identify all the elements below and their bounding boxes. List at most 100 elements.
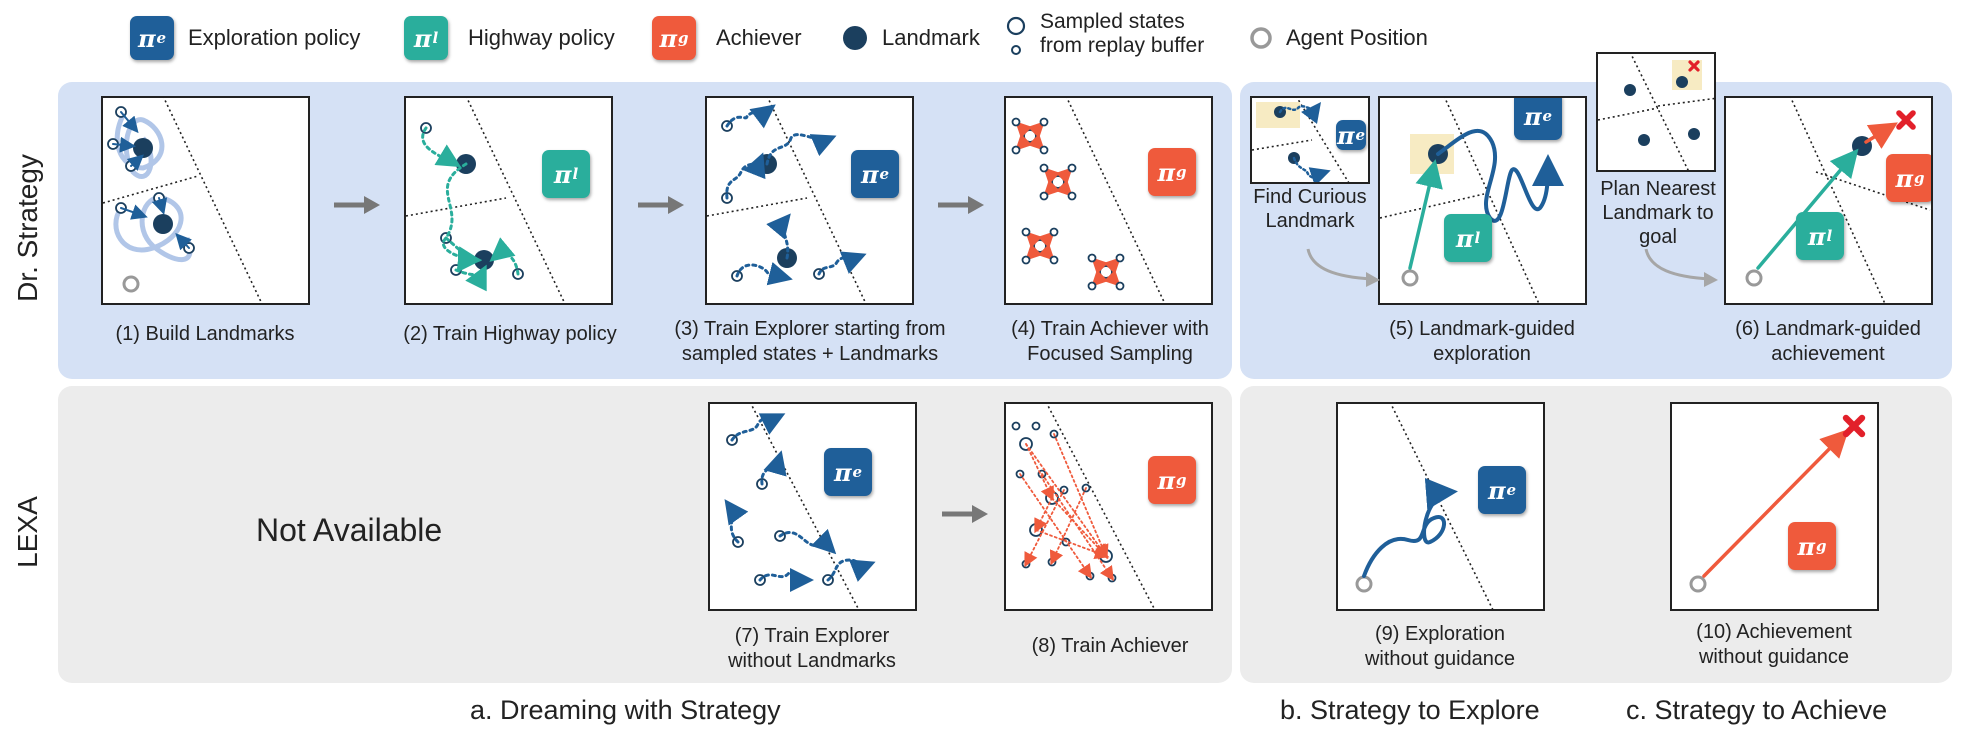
agent-position [1745, 269, 1763, 287]
region-divider [1657, 97, 1714, 107]
region-divider [103, 175, 199, 204]
achiever-trajectory [1041, 473, 1115, 581]
row-label-lexa: LEXA [12, 496, 43, 568]
achiever-focus-arrow [1037, 231, 1055, 249]
explorer-trajectory [735, 262, 793, 286]
goal-x-mark [1896, 110, 1916, 130]
explorer-trajectory [778, 528, 837, 555]
sampled-state [1087, 253, 1097, 263]
achiever-trajectory [1864, 122, 1898, 149]
not-available-text: Not Available [256, 512, 443, 548]
achiever-focus-arrow [1043, 179, 1061, 197]
agent-position [1355, 575, 1373, 593]
explorer-trajectory [760, 450, 787, 486]
sampled-state [1039, 191, 1049, 201]
legend-sampled-line1: Sampled states [1040, 10, 1185, 33]
section-title-explore: b. Strategy to Explore [1280, 695, 1540, 725]
sampled-state [1021, 559, 1031, 569]
landmark-dot [133, 138, 153, 158]
explorer-trajectory [1436, 128, 1564, 223]
achiever-focus-arrow [1015, 133, 1033, 151]
goal-x-mark [1842, 414, 1866, 438]
legend-landmark: Landmark [842, 14, 980, 62]
region-divider [707, 197, 808, 217]
curved-arrow-plan-landmark [1644, 248, 1718, 287]
achiever-focus-arrow [1091, 257, 1109, 275]
landmark-dot [153, 214, 173, 234]
agent-position [1401, 269, 1419, 287]
explorer-trajectory [1362, 477, 1458, 578]
achiever-focus-arrow [1091, 269, 1109, 287]
landmark-dot [1688, 128, 1700, 140]
flow-arrow-2-to-3 [638, 196, 684, 214]
highway-trajectory [444, 236, 482, 272]
region-divider [1046, 404, 1156, 609]
highway-trajectory [1408, 159, 1443, 270]
sampled-state [1039, 145, 1049, 155]
explorer-trajectory [826, 558, 876, 582]
row-label-dr-strategy: Dr. Strategy [12, 154, 43, 302]
achiever-focus-arrow [1037, 243, 1055, 261]
legend-highway-label: Highway policy [468, 25, 615, 50]
legend-sampled-line2: from replay buffer [1040, 34, 1205, 57]
sampled-state [1087, 281, 1097, 291]
landmark-assign-arrow [175, 233, 193, 251]
achiever-focus-arrow [1025, 231, 1043, 249]
section-title-achieve: c. Strategy to Achieve [1626, 695, 1888, 725]
achiever-trajectory [1024, 489, 1065, 568]
agent-position [1689, 575, 1707, 593]
region-divider [1252, 139, 1313, 151]
landmark-dot [1624, 84, 1636, 96]
achiever-trajectory [1053, 433, 1109, 560]
region-divider [1066, 98, 1166, 303]
sampled-state [1011, 421, 1021, 431]
highway-trajectory [421, 126, 462, 168]
landmark-cluster [113, 195, 193, 263]
achiever-focus-arrow [1043, 167, 1061, 185]
sampled-state [1021, 227, 1031, 237]
landmark-dot [1676, 76, 1688, 88]
agent-position [122, 275, 140, 293]
sampled-state [1039, 163, 1049, 173]
explorer-trajectory [724, 499, 749, 544]
region-divider [406, 197, 507, 217]
region-divider [163, 98, 263, 303]
achiever-trajectory [1051, 497, 1109, 559]
sampled-state [1031, 421, 1041, 431]
sampled-state [1039, 117, 1049, 127]
caption-build-landmarks: (1) Build Landmarks [115, 323, 295, 345]
legend-exploration-label: Exploration policy [188, 25, 361, 50]
curved-arrow-find-landmark [1306, 248, 1380, 287]
region-divider [466, 98, 566, 303]
sampled-state [1011, 117, 1021, 127]
achiever-focus-arrow [1055, 167, 1073, 185]
landmark-icon [843, 26, 867, 50]
highway-trajectory [489, 237, 520, 276]
region-divider [1790, 98, 1886, 303]
landmark-assign-arrow [120, 111, 139, 134]
achiever-trajectory [1019, 473, 1093, 579]
region-divider [767, 98, 867, 303]
